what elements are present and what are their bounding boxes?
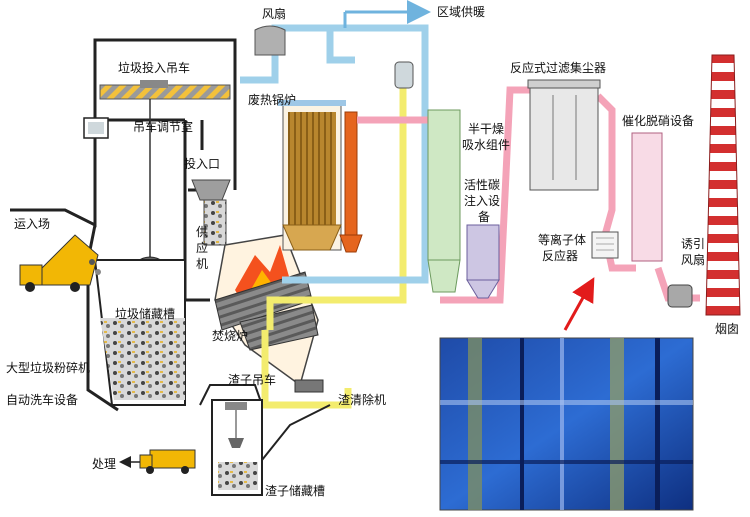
label-carbon-2: 注入设 bbox=[464, 193, 500, 208]
label-crane: 垃圾投入吊车 bbox=[118, 60, 190, 75]
label-crane-room: 吊车调节室 bbox=[133, 119, 193, 134]
label-bag-filter: 反应式过滤集尘器 bbox=[510, 60, 606, 75]
photo-pointer-arrow bbox=[563, 277, 595, 331]
label-feeder-2: 应 bbox=[196, 240, 208, 255]
storage-pit bbox=[93, 259, 186, 406]
label-feed-inlet: 投入口 bbox=[184, 156, 220, 171]
label-semi-dry-1: 半干燥 bbox=[468, 122, 504, 136]
label-storage-pit: 垃圾储藏槽 bbox=[115, 306, 175, 321]
activated-carbon-unit bbox=[466, 224, 500, 299]
feed-hopper bbox=[191, 179, 231, 246]
fan-unit bbox=[254, 25, 414, 89]
label-chimney: 烟囱 bbox=[715, 322, 739, 336]
incinerator bbox=[214, 234, 324, 393]
label-carbon-3: 备 bbox=[478, 210, 490, 224]
waste-heat-boiler bbox=[278, 100, 363, 253]
label-id-fan-2: 风扇 bbox=[681, 252, 705, 267]
label-carbon-1: 活性碳 bbox=[464, 178, 500, 192]
label-denox: 催化脱硝设备 bbox=[622, 113, 694, 128]
ash-pit bbox=[199, 384, 331, 496]
label-disposal: 处理 bbox=[92, 457, 116, 471]
garbage-truck-outgoing bbox=[119, 449, 196, 474]
plasma-reactor bbox=[591, 231, 619, 259]
label-ash-pit: 渣子储藏槽 bbox=[265, 483, 325, 498]
label-feeder-1: 供 bbox=[196, 225, 208, 239]
label-shredder: 大型垃圾粉碎机 bbox=[6, 360, 90, 375]
waste-crane bbox=[83, 80, 231, 279]
denox-unit bbox=[631, 132, 663, 262]
chimney bbox=[705, 54, 741, 316]
label-incinerator: 焚烧炉 bbox=[212, 329, 248, 343]
label-ash-crane: 渣子吊车 bbox=[228, 372, 276, 387]
induced-fan bbox=[667, 284, 693, 308]
label-semi-dry-2: 吸水组件 bbox=[462, 138, 510, 152]
label-id-fan-1: 诱引 bbox=[681, 237, 705, 251]
label-incoming: 运入场 bbox=[14, 217, 50, 231]
label-feeder-3: 机 bbox=[196, 257, 208, 271]
label-ash-cleaner: 渣清除机 bbox=[338, 392, 386, 407]
label-fan: 风扇 bbox=[262, 6, 286, 21]
diagram-labels: 风扇 区域供暖 垃圾投入吊车 吊车调节室 废热锅炉 投入口 供 应 机 运入场 … bbox=[6, 5, 739, 498]
water-pipes bbox=[240, 0, 431, 284]
label-truck-wash: 自动洗车设备 bbox=[6, 392, 78, 407]
label-district-heating: 区域供暖 bbox=[437, 5, 485, 19]
label-plasma-1: 等离子体 bbox=[538, 232, 586, 247]
garbage-truck-incoming bbox=[19, 234, 101, 292]
semi-dry-absorber bbox=[427, 109, 461, 293]
label-plasma-2: 反应器 bbox=[542, 248, 578, 263]
label-boiler: 废热锅炉 bbox=[248, 92, 296, 107]
bag-filter bbox=[527, 79, 601, 191]
plasma-reactor-photo bbox=[439, 337, 694, 511]
steam-pipes bbox=[261, 85, 407, 409]
